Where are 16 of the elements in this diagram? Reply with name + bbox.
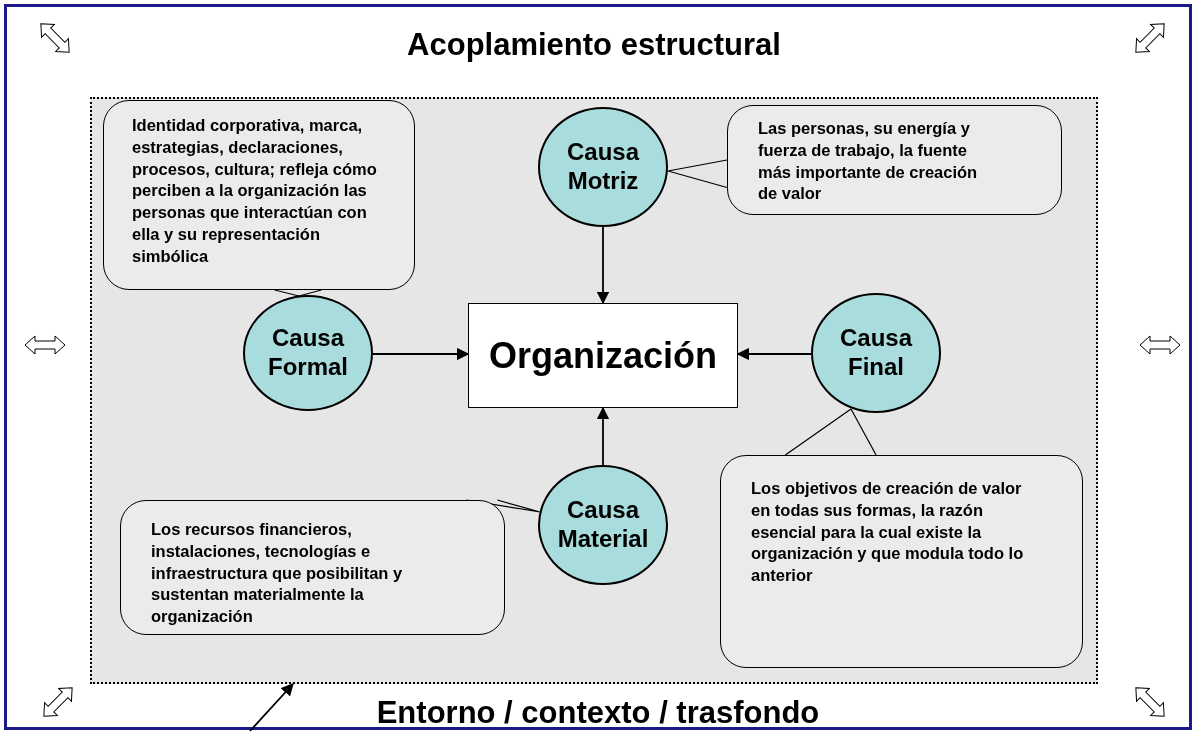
arrow: [596, 406, 610, 466]
region-title: Acoplamiento estructural: [407, 27, 781, 63]
speech-callout: Identidad corporativa, marca, estrategias, declaraciones, procesos, cultura; refleja cómo perciben a la organización las personas que interactúan con ella y su representación simbólica: [103, 100, 415, 290]
speech-callout: Los objetivos de creación de valor en todas sus formas, la razón esencial para la cual existe la organización y que modula todo lo anterior: [720, 455, 1083, 668]
arrow: [249, 683, 294, 732]
callout-tail: [784, 408, 877, 456]
callout-tail: [667, 159, 728, 189]
arrow: [596, 226, 610, 305]
organization-box: Organización: [468, 303, 738, 408]
callout-tail: [274, 289, 322, 297]
callout-tail: [465, 499, 541, 513]
arrow: [736, 347, 812, 361]
arrow: [372, 347, 470, 361]
speech-callout: Los recursos financieros, instalaciones, tecnologías e infraestructura que posibilitan y sustentan materialmente la organización: [120, 500, 505, 635]
context-label: Entorno / contexto / trasfondo: [376, 695, 820, 731]
speech-callout: Las personas, su energía y fuerza de trabajo, la fuente más importante de creación de valor: [727, 105, 1062, 215]
